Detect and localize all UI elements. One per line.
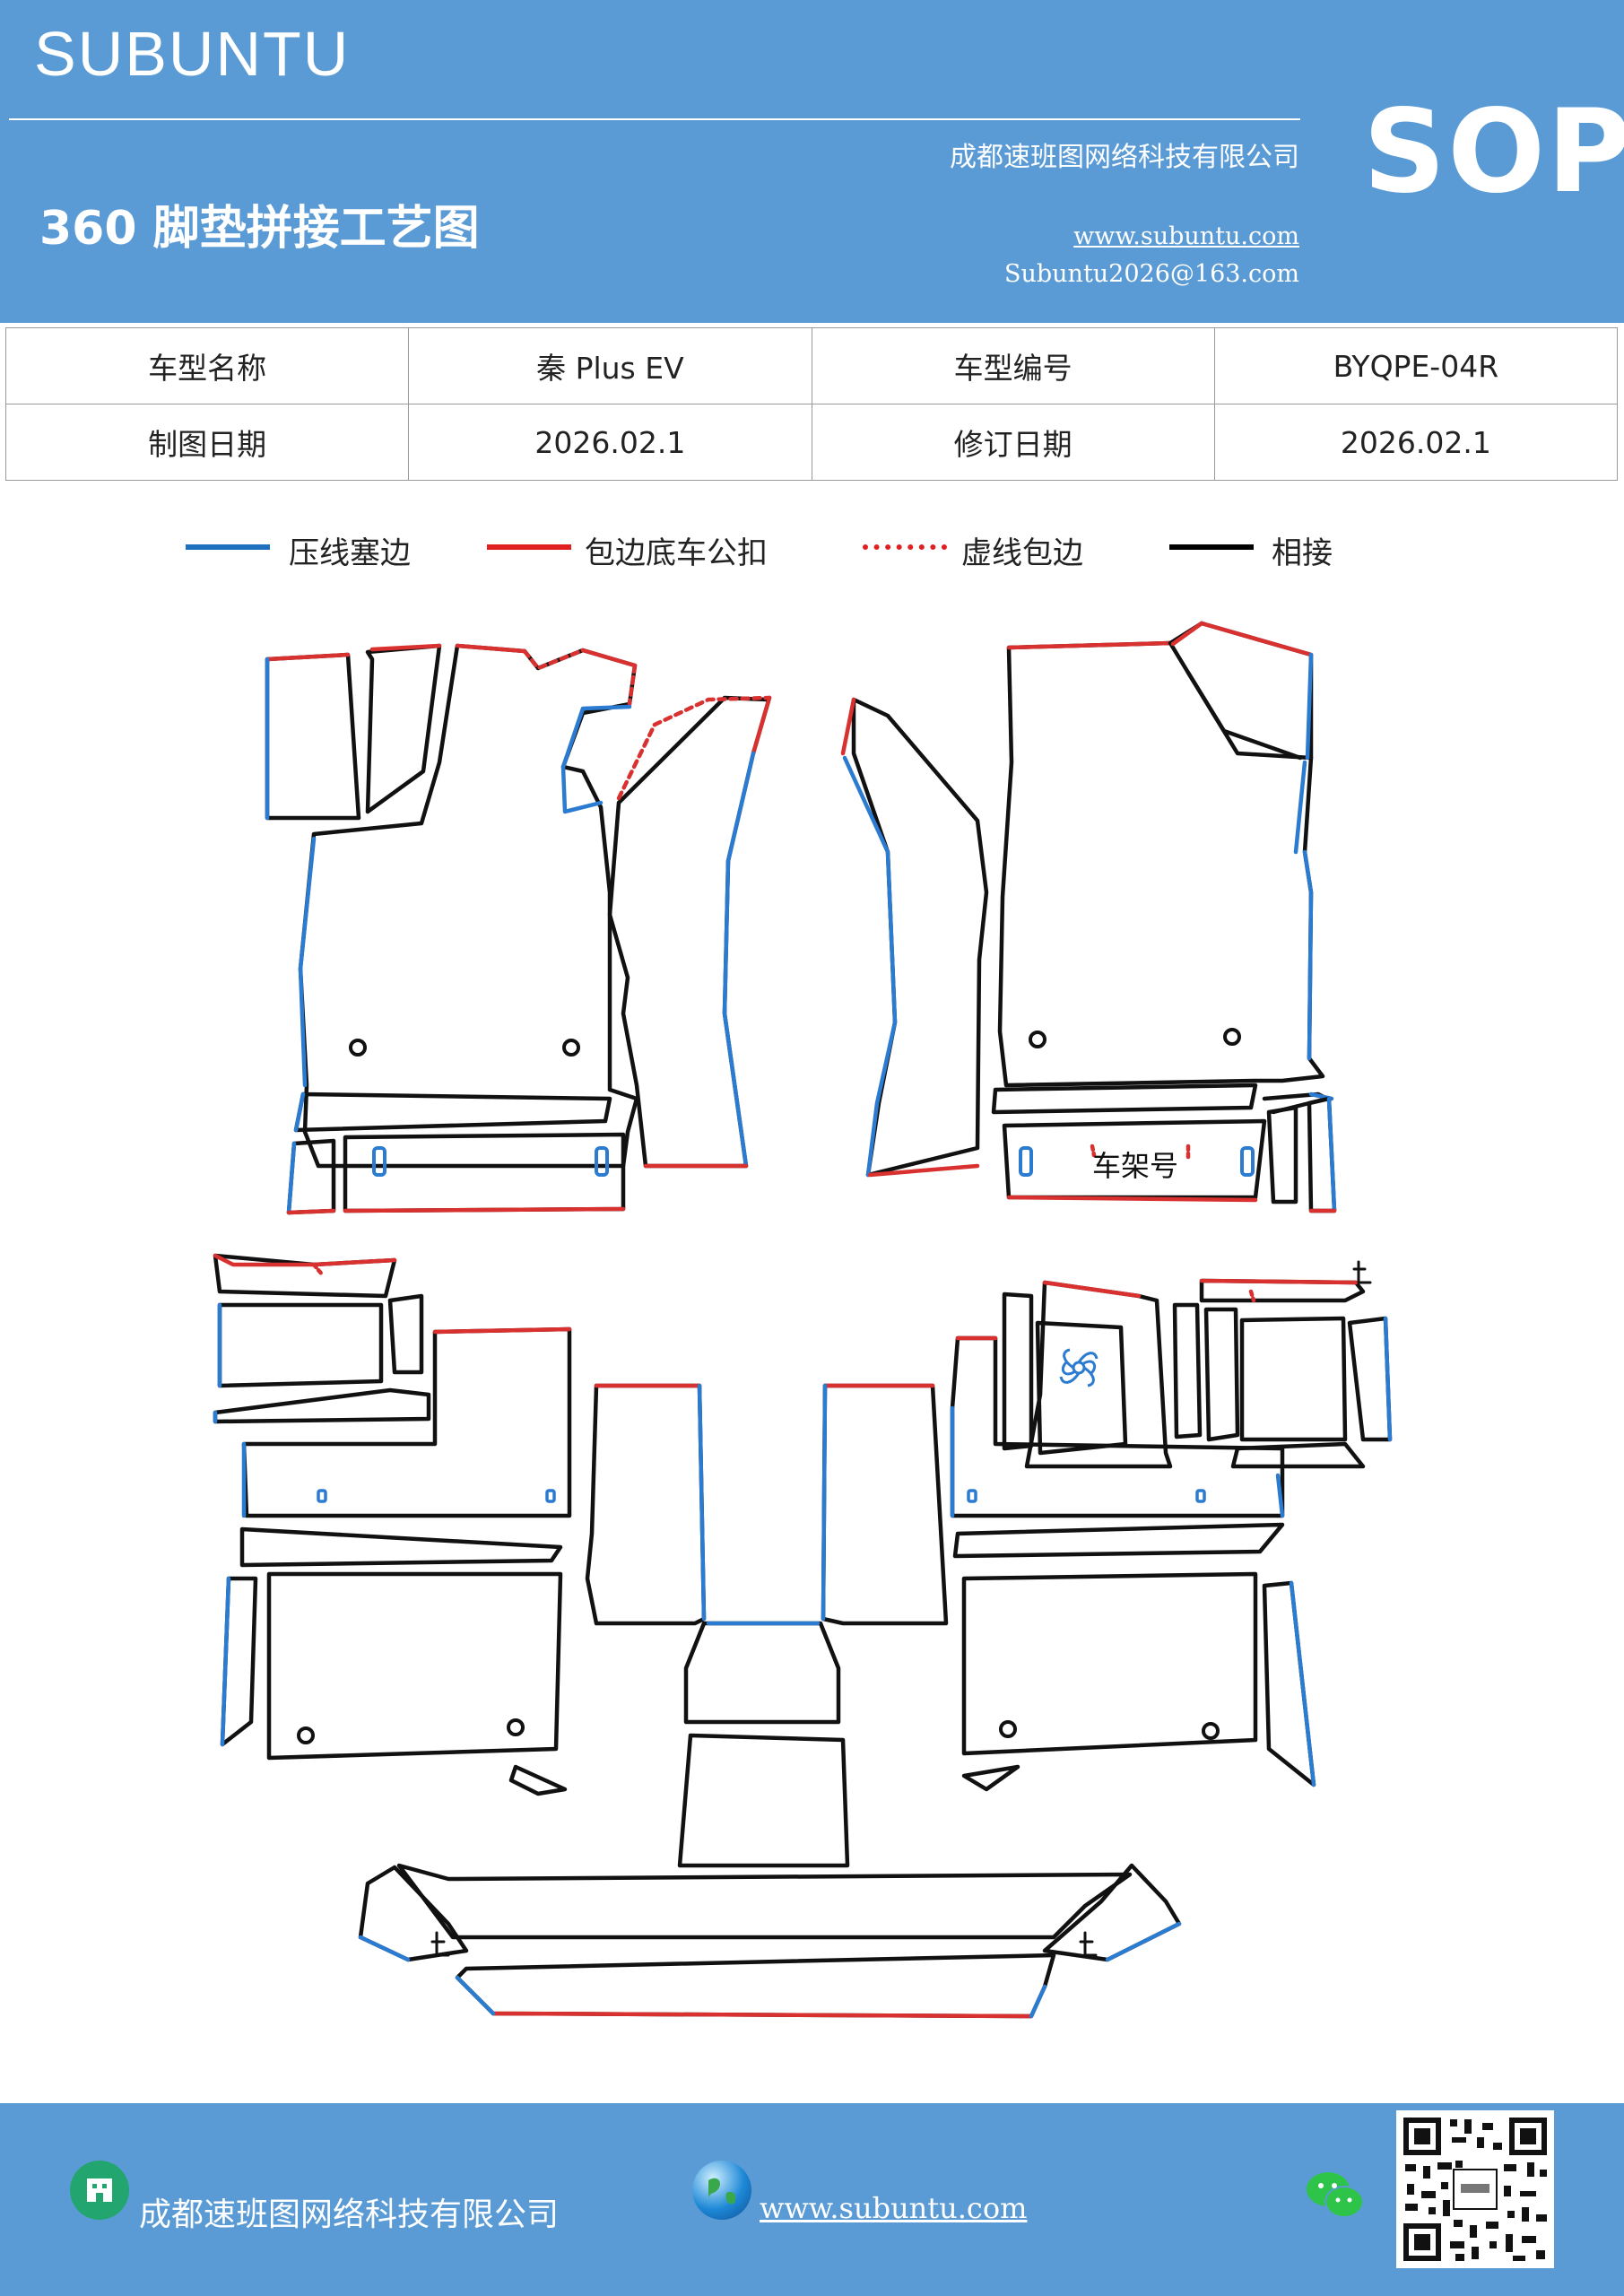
table-row: 车型名称 秦 Plus EV 车型编号 BYQPE-04R — [4, 327, 1619, 404]
label-draw-date: 制图日期 — [4, 404, 410, 481]
legend-label: 相接 — [1272, 535, 1333, 571]
company-name: 成都速班图网络科技有限公司 — [950, 142, 1299, 173]
legend-swatch-red — [487, 544, 571, 550]
email-address: Subuntu2026@163.com — [1004, 260, 1299, 288]
label-model-name: 车型名称 — [4, 327, 410, 404]
website-link[interactable]: www.subuntu.com — [1073, 222, 1299, 250]
qr-code — [1396, 2110, 1554, 2268]
value-model-name: 秦 Plus EV — [408, 327, 812, 404]
legend-label: 包边底车公扣 — [585, 535, 768, 571]
frame-number-label: 车架号 — [1092, 1149, 1178, 1183]
header-divider — [9, 118, 1300, 120]
document-title: 360 脚垫拼接工艺图 — [39, 202, 480, 256]
globe-icon — [692, 2161, 751, 2220]
legend-label: 压线塞边 — [289, 535, 411, 571]
wechat-icon[interactable] — [1305, 2168, 1366, 2222]
legend-swatch-blue — [186, 544, 270, 550]
footer-company-name: 成都速班图网络科技有限公司 — [139, 2196, 560, 2233]
brand-name: SUBUNTU — [34, 19, 351, 89]
vehicle-info-table: 车型名称 秦 Plus EV 车型编号 BYQPE-04R 制图日期 2026.… — [4, 327, 1619, 481]
label-model-code: 车型编号 — [811, 327, 1215, 404]
floor-mat-diagram: 车架号 — [213, 621, 1393, 2019]
vent-fan-icon — [1059, 1348, 1099, 1387]
footer-website-link[interactable]: www.subuntu.com — [760, 2191, 1028, 2225]
label-revise-date: 修订日期 — [811, 404, 1215, 481]
footer-band: 成都速班图网络科技有限公司 www.subuntu.com — [0, 2103, 1624, 2296]
legend: 压线塞边 包边底车公扣 虚线包边 相接 — [0, 525, 1624, 571]
header-band: SUBUNTU 成都速班图网络科技有限公司 360 脚垫拼接工艺图 www.su… — [0, 0, 1624, 323]
value-model-code: BYQPE-04R — [1213, 327, 1619, 404]
legend-swatch-red-dotted — [863, 544, 947, 550]
legend-label: 虚线包边 — [961, 535, 1083, 571]
company-building-icon — [70, 2161, 129, 2220]
value-revise-date: 2026.02.1 — [1213, 404, 1619, 481]
table-row: 制图日期 2026.02.1 修订日期 2026.02.1 — [4, 404, 1619, 481]
legend-swatch-black — [1169, 544, 1254, 550]
sop-badge: SOP — [1363, 85, 1624, 219]
value-draw-date: 2026.02.1 — [408, 404, 812, 481]
